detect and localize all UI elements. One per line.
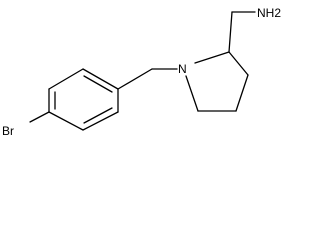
benzene-ring <box>48 68 119 131</box>
ring-inner-double-bond <box>83 75 113 93</box>
ring-bond <box>194 51 230 64</box>
ring-bond <box>48 111 84 131</box>
pyrrolidine-ring <box>185 51 249 112</box>
ring-inner-double-bond <box>83 107 113 124</box>
ring-bond <box>228 51 249 76</box>
ring-ch2-bond <box>228 11 233 53</box>
ring-bond <box>82 68 119 90</box>
structure-diagram: Br N NH2 <box>2 6 281 138</box>
amine-label: NH2 <box>257 6 281 20</box>
c-br-bond <box>29 111 50 123</box>
ring-bond <box>235 74 249 112</box>
bromine-label: Br <box>2 124 14 138</box>
ring-bond <box>185 75 199 112</box>
ring-bond <box>82 111 119 131</box>
aryl-ch2-bond <box>117 68 153 90</box>
ring-bond <box>48 68 84 90</box>
nitrogen-label: N <box>178 62 187 76</box>
